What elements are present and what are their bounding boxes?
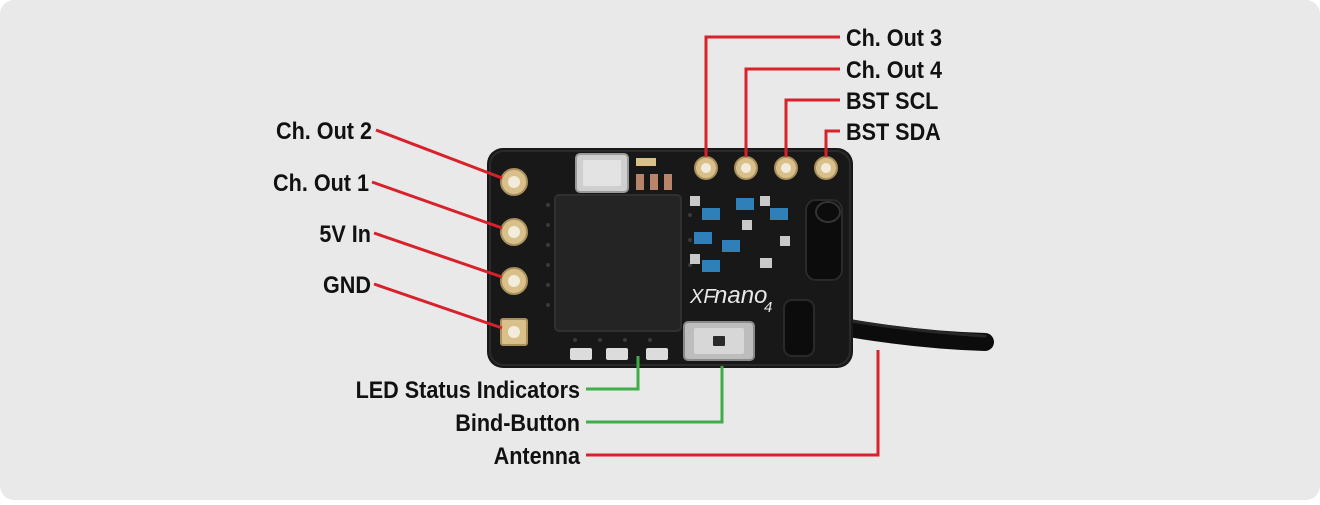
left-callout-lines [371, 128, 503, 330]
line-antenna [586, 350, 880, 457]
label-antenna: Antenna [494, 442, 581, 469]
chip-vias [546, 203, 692, 342]
label-ch-out-1: Ch. Out 1 [273, 169, 369, 196]
led-indicators [570, 348, 668, 360]
line-5v-in [373, 231, 503, 279]
line-bst-sda [824, 129, 840, 157]
smd-components [636, 158, 843, 357]
board-model: nano [714, 282, 767, 309]
label-bst-sda: BST SDA [846, 118, 941, 145]
pin-labels: Ch. Out 3 Ch. Out 4 BST SCL BST SDA Ch. … [273, 24, 942, 469]
board-brand: XF [689, 286, 717, 308]
line-ch-out-3 [704, 35, 840, 157]
top-pads [694, 156, 838, 180]
board-marking: XF nano 4 [689, 282, 772, 316]
top-callout-lines [704, 35, 840, 157]
label-ch-out-3: Ch. Out 3 [846, 24, 942, 51]
label-bst-scl: BST SCL [846, 87, 938, 114]
board-version: 4 [764, 299, 772, 316]
line-bind-button [586, 366, 724, 424]
left-pads [500, 168, 528, 346]
receiver-board: XF nano 4 [487, 148, 853, 368]
bottom-callout-lines [586, 350, 880, 457]
line-ch-out-4 [744, 67, 840, 157]
label-led-status: LED Status Indicators [356, 376, 580, 403]
line-ch-out-1 [371, 180, 503, 230]
line-bst-scl [784, 98, 840, 157]
label-ch-out-2: Ch. Out 2 [276, 117, 372, 144]
bind-button-part [683, 321, 755, 361]
main-chip [554, 194, 682, 332]
label-ch-out-4: Ch. Out 4 [846, 56, 942, 83]
label-bind-button: Bind-Button [455, 409, 580, 436]
line-led-status [586, 356, 640, 391]
label-gnd: GND [323, 271, 371, 298]
line-ch-out-2 [375, 128, 503, 180]
label-5v-in: 5V In [319, 220, 371, 247]
line-gnd [373, 282, 503, 330]
